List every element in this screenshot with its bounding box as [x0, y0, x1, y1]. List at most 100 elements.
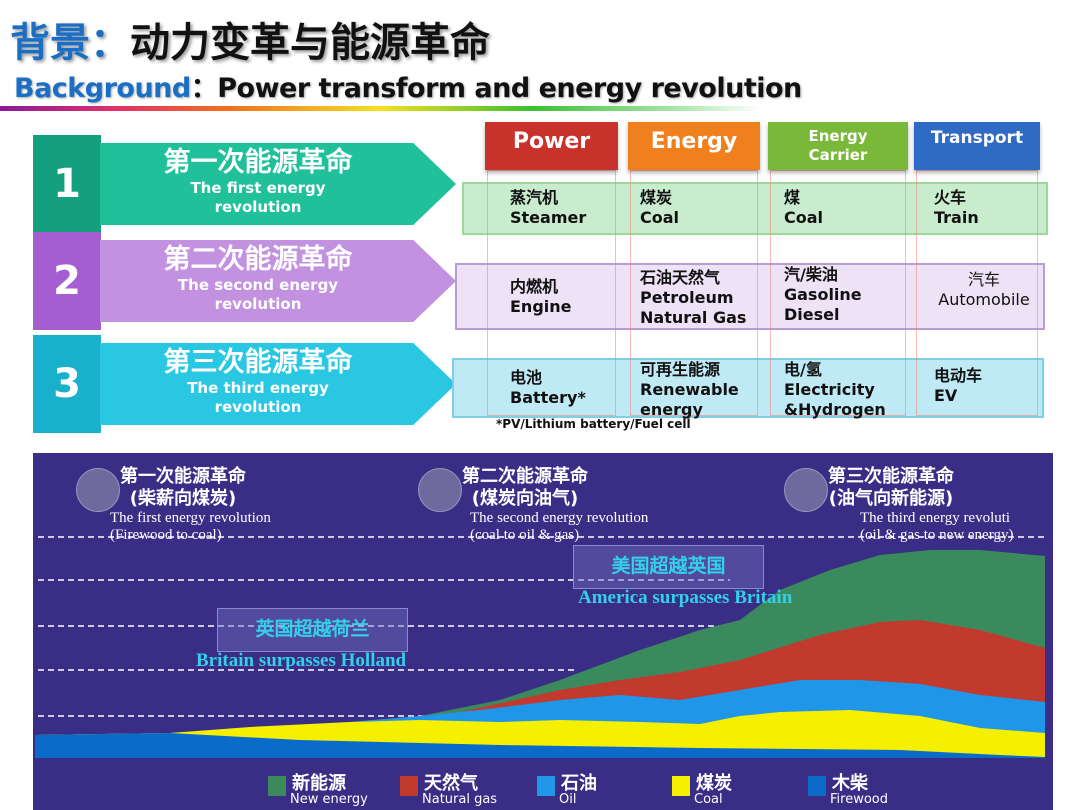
legend-label-en: Firewood [830, 792, 888, 807]
chart-revolution-label-en: The third energy revoluti(oil & gas to n… [860, 510, 1050, 544]
cell-line: Diesel [784, 305, 840, 324]
legend-label-en: Oil [559, 792, 577, 807]
title-main: 动力变革与能源革命 [130, 20, 490, 66]
rev-en: The second energy revolution [470, 510, 649, 526]
cell-line: Automobile [938, 290, 1030, 309]
row-band [452, 358, 1044, 418]
chart-revolution-label-en: The first energy revolution(Firewood to … [110, 510, 271, 544]
cell-line: 电动车 [934, 366, 983, 385]
legend-swatch [672, 776, 690, 796]
column-outline [916, 170, 1038, 416]
legend-label: 天然气 [424, 773, 478, 794]
cell-line: Battery* [510, 388, 586, 407]
revolution-en: revolution [214, 398, 302, 416]
column-header-label: Energy [808, 127, 868, 145]
revolution-marker-icon [784, 468, 828, 512]
rev-en: (Firewood to coal) [110, 527, 222, 543]
title-en-prefix: Background [14, 73, 191, 104]
column-header: Transport [914, 122, 1040, 170]
legend-label: 煤炭 [696, 773, 732, 794]
chart-revolution-label: 第三次能源革命(油气向新能源) [828, 466, 954, 510]
title-en-main: Power transform and energy revolution [217, 73, 802, 104]
revolution-zh: 第二次能源革命 [163, 244, 353, 275]
legend-label-en: Natural gas [422, 792, 498, 807]
callout-britain-holland-en: Britain surpasses Holland [196, 650, 407, 671]
column-header-label: Transport [930, 128, 1024, 148]
cell-line: 煤炭 [640, 188, 673, 207]
cell-line: Coal [640, 208, 680, 227]
title-zh: 背景：动力变革与能源革命 [10, 10, 490, 68]
cell-line: Engine [510, 297, 572, 316]
cell-line: 煤 [784, 188, 801, 207]
rev-zh: (油气向新能源) [828, 488, 954, 509]
revolution-en: revolution [214, 295, 302, 313]
rev-en: The first energy revolution [110, 510, 271, 526]
rev-zh: 第一次能源革命 [120, 466, 246, 487]
legend-label-en: Coal [694, 792, 723, 807]
rev-en: The third energy revoluti [860, 510, 1011, 526]
revolution-en: The first energy [190, 179, 326, 197]
cell-line: 石油天然气 [640, 268, 721, 287]
legend-label: 新能源 [292, 773, 346, 794]
legend-swatch [537, 776, 555, 796]
cell-line: Electricity [784, 380, 875, 399]
cell-line: energy [640, 400, 703, 419]
revolution-en: The third energy [187, 379, 329, 397]
callout-america-britain-en: America surpasses Britain [578, 587, 793, 608]
cell-line: Coal [784, 208, 824, 227]
revolution-number: 1 [33, 135, 101, 233]
revolution-zh: 第一次能源革命 [163, 147, 353, 178]
column-outline [487, 170, 616, 416]
legend-label: 木柴 [832, 773, 868, 794]
rainbow-divider [0, 106, 760, 111]
cell-line: 可再生能源 [640, 360, 721, 379]
chart-revolution-label-en: The second energy revolution(coal to oil… [470, 510, 648, 544]
cell-line: Steamer [510, 208, 587, 227]
cell-line: 电/氢 [784, 360, 822, 379]
cell-line: &Hydrogen [784, 400, 886, 419]
column-outline [770, 170, 906, 416]
legend-label-en: New energy [290, 792, 368, 807]
column-header: Energy [628, 122, 760, 170]
area-firewood [35, 733, 1045, 758]
revolution-marker-icon [418, 468, 462, 512]
cell-line: Natural Gas [640, 308, 747, 327]
legend-swatch [808, 776, 826, 796]
cell-line: Renewable [640, 380, 739, 399]
title-en-sep: ： [190, 73, 218, 104]
rev-en: (coal to oil & gas) [470, 527, 580, 543]
column-header: Power [485, 122, 618, 170]
cell-line: Train [934, 208, 979, 227]
revolution-marker-icon [76, 468, 120, 512]
rev-zh: 第二次能源革命 [462, 466, 588, 487]
revolution-en: revolution [214, 198, 302, 216]
rev-zh: 第三次能源革命 [828, 466, 954, 487]
cell-line: 火车 [934, 188, 967, 207]
revolution-zh: 第三次能源革命 [163, 347, 353, 378]
column-outline [630, 170, 758, 416]
footnote: *PV/Lithium battery/Fuel cell [496, 417, 691, 431]
legend-swatch [268, 776, 286, 796]
cell-line: 汽/柴油 [784, 265, 838, 284]
cell-line: Gasoline [784, 285, 862, 304]
revolution-en: The second energy [177, 276, 339, 294]
cell-line: 电池 [510, 368, 543, 387]
cell-line: 汽车 [967, 270, 1000, 289]
legend-label: 石油 [561, 773, 597, 794]
revolution-number: 3 [33, 335, 101, 433]
rev-zh: (煤炭向油气) [471, 488, 579, 509]
callout-britain-holland: 英国超越荷兰 [217, 608, 408, 652]
